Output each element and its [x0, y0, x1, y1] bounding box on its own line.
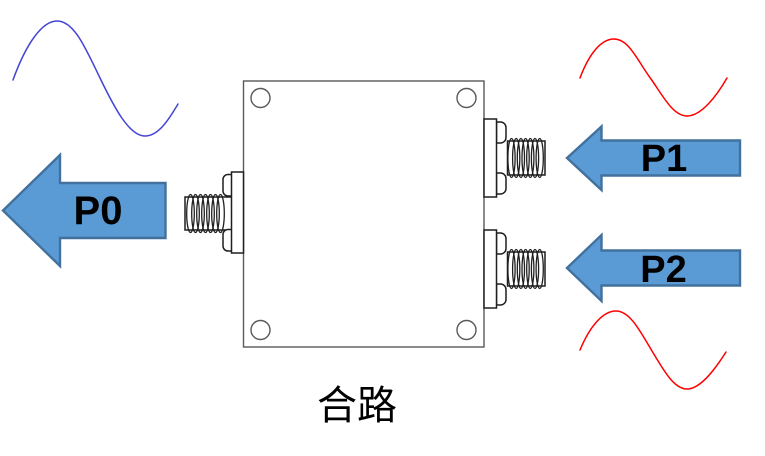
- caption-label: 合路: [317, 383, 397, 429]
- blue-sine-wave: [12, 20, 179, 137]
- red-sine-wave-top: [579, 38, 728, 117]
- screw-hole-top-right: [456, 87, 477, 109]
- red-sine-wave-bottom: [579, 310, 727, 390]
- sma-connector-p2: [483, 229, 546, 309]
- p0-arrow: [1, 152, 167, 269]
- p0-arrow-label: P0: [74, 189, 123, 233]
- p1-arrow-label: P1: [641, 138, 687, 180]
- p2-arrow-label: P2: [640, 249, 686, 291]
- p1-arrow: [565, 123, 742, 193]
- sma-connector-p1: [483, 118, 546, 198]
- sma-connector-p0: [184, 171, 245, 254]
- screw-hole-bottom-left: [250, 319, 271, 341]
- screw-hole-bottom-right: [456, 319, 477, 341]
- screw-hole-top-left: [250, 87, 271, 109]
- combiner-body: [242, 80, 485, 348]
- p2-arrow: [565, 232, 742, 304]
